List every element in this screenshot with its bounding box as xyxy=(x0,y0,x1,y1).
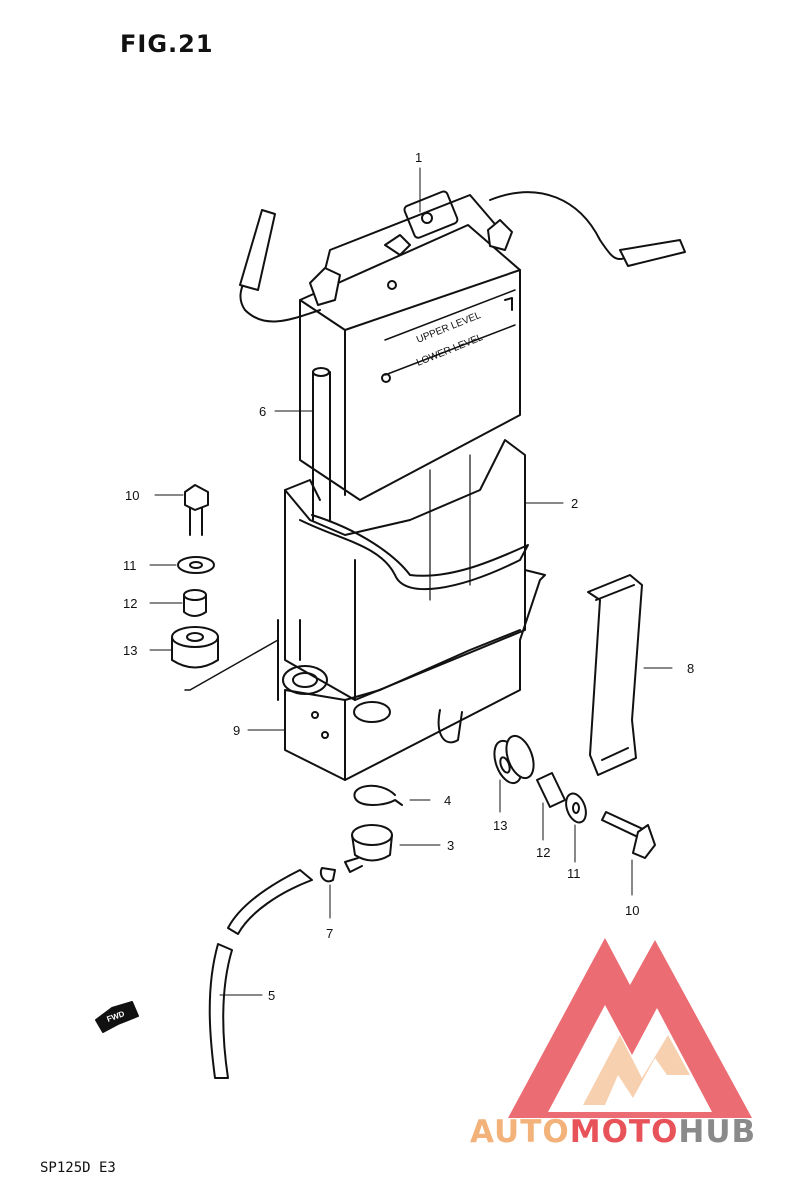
callout-5: 5 xyxy=(268,988,275,1003)
watermark-text: AUTOMOTOHUB xyxy=(470,1114,756,1150)
callout-10-right: 10 xyxy=(625,903,639,918)
callout-11-right: 11 xyxy=(567,866,581,881)
figure-title: FIG.21 xyxy=(120,30,214,58)
callout-11-left: 11 xyxy=(123,558,137,573)
callout-13-right: 13 xyxy=(493,818,507,833)
callout-3: 3 xyxy=(447,838,454,853)
hose-clip-4 xyxy=(353,784,403,806)
callout-8: 8 xyxy=(687,661,694,676)
callout-10-left: 10 xyxy=(125,488,139,503)
left-hardware-stack xyxy=(171,484,279,691)
callout-4: 4 xyxy=(444,793,451,808)
leader-lines xyxy=(149,167,673,996)
callout-1: 1 xyxy=(415,150,422,165)
breather-hose xyxy=(208,869,313,1079)
callout-12-right: 12 xyxy=(536,845,550,860)
hose-joint xyxy=(344,824,393,873)
watermark-text-part2: MOTO xyxy=(569,1114,679,1150)
battery-tray xyxy=(277,569,546,781)
watermark-text-part1: AUTO xyxy=(470,1114,570,1150)
battery: UPPER LEVEL LOWER LEVEL xyxy=(239,190,686,501)
battery-strap xyxy=(587,574,643,776)
right-hardware-stack xyxy=(493,734,656,859)
callout-6: 6 xyxy=(259,404,266,419)
breather-tube xyxy=(312,367,331,521)
callout-13-left: 13 xyxy=(123,643,137,658)
watermark-text-part3: HUB xyxy=(678,1114,757,1150)
callout-labels: 1 2 3 4 5 6 7 8 9 10 11 12 13 13 12 11 1… xyxy=(106,150,695,1024)
callout-2: 2 xyxy=(571,496,578,511)
callout-7: 7 xyxy=(326,926,333,941)
battery-case xyxy=(284,439,529,701)
hose-clip-7 xyxy=(319,867,336,883)
fwd-arrow-icon xyxy=(95,1001,139,1033)
model-code: SP125D E3 xyxy=(40,1160,116,1176)
callout-12-left: 12 xyxy=(123,596,137,611)
watermark-logo xyxy=(508,938,752,1118)
callout-9: 9 xyxy=(233,723,240,738)
